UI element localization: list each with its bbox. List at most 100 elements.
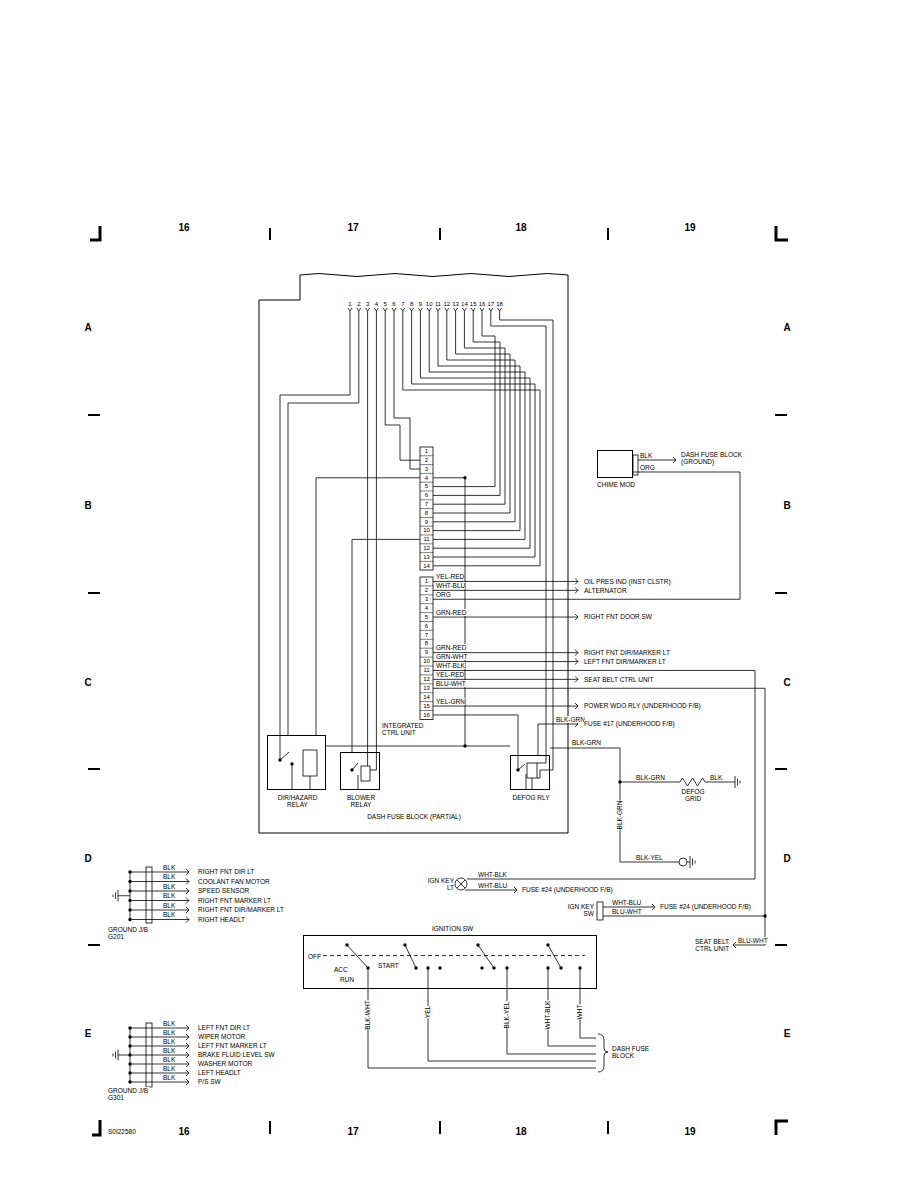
ignition-switch: IGNITION SWOFFACCRUNSTART — [303, 935, 597, 989]
destination-label: COOLANT FAN MOTOR — [198, 878, 270, 885]
wire-color: BLK — [163, 1038, 175, 1045]
ground-label: GROUND J/B G201 — [108, 926, 150, 940]
pin-number: 8 — [425, 640, 428, 647]
relay-coil — [303, 750, 317, 776]
pin-number: 3 — [425, 466, 428, 473]
wire-color: YEL-RED — [436, 671, 464, 678]
pin-number: 5 — [425, 614, 428, 621]
wire-color: GRN-WHT — [436, 653, 467, 660]
pin-number: 1 — [348, 301, 351, 308]
grid-ref: A — [84, 322, 91, 333]
lamp-symbol — [679, 858, 687, 866]
destination-label: LEFT FNT DIR LT — [198, 1024, 250, 1031]
pin-number: 6 — [425, 492, 428, 499]
splice-dot — [130, 478, 765, 1082]
wire — [433, 715, 518, 755]
pin-number: 11 — [423, 536, 429, 543]
destination-label: DASH FUSE BLOCK — [612, 1045, 658, 1059]
grid-ref: D — [84, 853, 91, 864]
component-label: DEFOG GRID — [677, 788, 709, 802]
destination-label: WIPER MOTOR — [198, 1033, 245, 1040]
pin-number: 8 — [425, 510, 428, 517]
drawing-number: S0I22580 — [108, 1128, 136, 1135]
ground-label: GROUND J/B G301 — [108, 1087, 150, 1101]
destination-label: OIL PRES IND (INST CLSTR) — [584, 578, 671, 585]
wire-color: ORG — [640, 464, 655, 471]
component-label: IGN KEY LT — [420, 877, 454, 891]
destination-label: BRAKE FLUID LEVEL SW — [198, 1051, 275, 1058]
pin-divider — [420, 456, 433, 711]
fuse-block-outline — [258, 272, 570, 834]
pin-number: 7 — [425, 632, 428, 639]
destination-label: FUSE #17 (UNDERHOOD F/B) — [584, 720, 675, 727]
wire-color: YEL-RED — [436, 573, 464, 580]
wire — [433, 472, 740, 599]
wire-color: BLK-WHT — [364, 1000, 371, 1029]
node-title: IGNITION SW — [432, 925, 473, 932]
lamp-symbol — [457, 880, 465, 888]
pin-number: 8 — [410, 301, 413, 308]
grid-ref: A — [783, 322, 790, 333]
wire-color: BLK — [163, 1065, 175, 1072]
pin-number: 12 — [443, 301, 450, 308]
relay-box: DEFOG RLY — [510, 755, 550, 790]
relay-box: DIR/HAZARD RELAY — [267, 735, 326, 790]
wire-color: BLK — [710, 774, 722, 781]
destination-label: POWER WDO RLY (UNDERHOOD F/B) — [584, 702, 701, 709]
pin-number: 10 — [423, 527, 430, 534]
destination-label: RIGHT FNT DOOR SW — [584, 613, 652, 620]
pin-number: 2 — [357, 301, 360, 308]
pin-number: 9 — [419, 301, 422, 308]
frame-tick — [88, 228, 787, 1134]
wire-color: BLK-GRN — [572, 739, 601, 746]
grid-ref: C — [783, 677, 790, 688]
pin-number: 9 — [425, 519, 428, 526]
destination-label: WASHER MOTOR — [198, 1060, 252, 1067]
destination-label: ALTERNATOR — [584, 587, 627, 594]
destination-label: LEFT FNT DIR/MARKER LT — [584, 658, 666, 665]
wire-color: WHT-BLK — [544, 1001, 551, 1030]
destination-label: RIGHT HEADLT — [198, 916, 245, 923]
pin-number: 5 — [384, 301, 387, 308]
fuse-block: DASH FUSE BLOCK (PARTIAL)INTEGRATED CTRL… — [258, 272, 570, 834]
grid-ref: 17 — [347, 222, 358, 233]
pin-number: 12 — [423, 545, 430, 552]
pin-number: 11 — [423, 667, 429, 674]
pin-number: 18 — [496, 301, 503, 308]
pin-number: 9 — [425, 649, 428, 656]
grid-ref: 19 — [684, 1126, 695, 1137]
pin-number: 13 — [452, 301, 459, 308]
node-title: DASH FUSE BLOCK (PARTIAL) — [258, 813, 570, 820]
pin-number: 12 — [423, 676, 430, 683]
wire-color: BLK — [163, 864, 175, 871]
pin-number: 1 — [425, 578, 428, 585]
wire-color: BLK — [163, 1047, 175, 1054]
destination-label: RIGHT FNT MARKER LT — [198, 897, 271, 904]
destination-label: FUSE #24 (UNDERHOOD F/B) — [522, 886, 613, 893]
wire — [118, 311, 765, 1082]
grid-ref: 16 — [178, 1126, 189, 1137]
wire-color: BLU-WHT — [436, 680, 466, 687]
component-label: IGN KEY SW — [562, 903, 594, 917]
destination-label: LEFT HEADLT — [198, 1069, 241, 1076]
destination-label: FUSE #24 (UNDERHOOD F/B) — [660, 903, 751, 910]
relay-coil — [527, 763, 537, 778]
header-terminal — [348, 308, 502, 311]
destination-label: RIGHT FNT DIR/MARKER LT — [198, 906, 284, 913]
destination-label: P/S SW — [198, 1078, 221, 1085]
relay-coil — [361, 766, 370, 781]
wire-color: WHT-BLU — [436, 582, 465, 589]
pin-number: 6 — [425, 623, 428, 630]
grid-ref: 18 — [515, 222, 526, 233]
node-title: DIR/HAZARD RELAY — [273, 794, 323, 808]
wire-color: WHT — [576, 1005, 583, 1020]
wire-color: BLK — [163, 1029, 175, 1036]
pin-number: 5 — [425, 483, 428, 490]
grid-ref: 16 — [178, 222, 189, 233]
wire-color: BLK-YEL — [503, 1002, 510, 1029]
bracket — [598, 1034, 608, 1072]
wire-color: BLK-GRN — [556, 716, 585, 723]
pin-number: 4 — [425, 605, 428, 612]
wire-color: ORG — [436, 591, 451, 598]
